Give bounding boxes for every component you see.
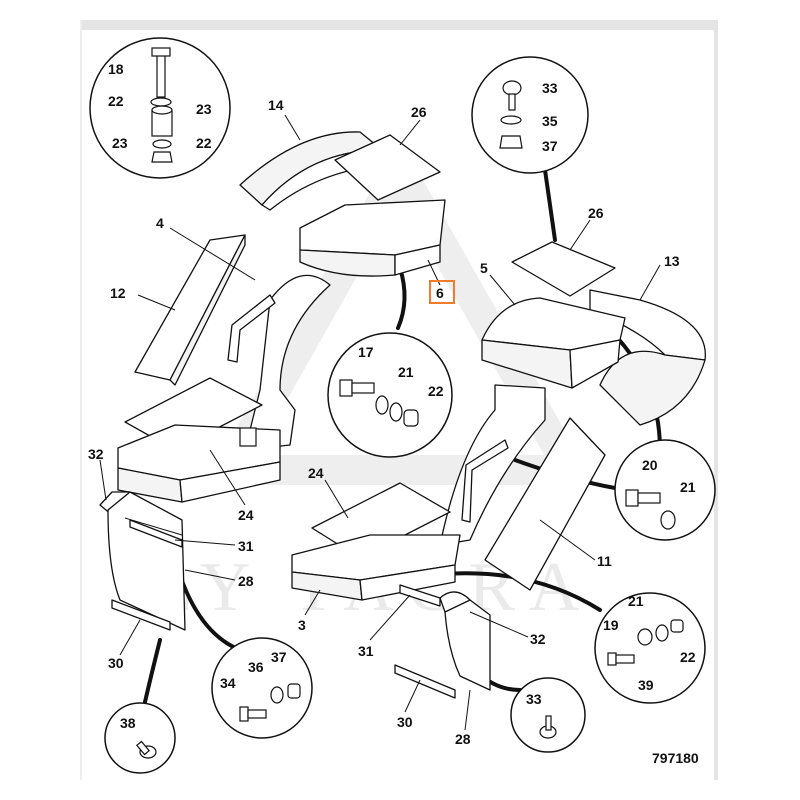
label-32: 32 [530, 631, 546, 647]
part-26-plate-right [511, 241, 616, 297]
label-38: 38 [120, 715, 136, 731]
label-14: 14 [268, 97, 284, 113]
label-22: 22 [428, 383, 444, 399]
label-32: 32 [88, 446, 104, 462]
label-36: 36 [248, 659, 264, 675]
part-6-fender [299, 199, 446, 277]
callout-7-bolt: 38 [104, 702, 176, 774]
label-26: 26 [588, 205, 604, 221]
highlighted-part-6[interactable]: 6 [429, 280, 455, 304]
label-33: 33 [542, 80, 558, 96]
part-12-left-arm [134, 234, 246, 386]
label-21: 21 [680, 479, 696, 495]
part-labels: 14 26 4 12 26 13 5 32 24 31 28 30 24 3 1… [88, 97, 680, 747]
part-11-side-strip [484, 417, 606, 591]
callout-6-bolt-assembly: 34 36 37 [211, 637, 313, 739]
label-28: 28 [238, 573, 254, 589]
label-37: 37 [542, 138, 558, 154]
viewer-scrollbar[interactable] [714, 20, 718, 780]
label-23: 23 [196, 101, 212, 117]
label-37: 37 [271, 649, 287, 665]
part-4-left-frame [227, 274, 331, 451]
connector-c2 [543, 168, 557, 242]
part-30-bar-left [111, 599, 171, 631]
label-31: 31 [238, 538, 254, 554]
callout-8-screw: 33 [510, 677, 586, 753]
label-3: 3 [298, 617, 306, 633]
label-22: 22 [196, 135, 212, 151]
highlight-box [429, 280, 455, 304]
part-30-bar-right [394, 664, 456, 699]
label-22: 22 [108, 93, 124, 109]
watermark-logo [204, 139, 596, 485]
label-21: 21 [398, 364, 414, 380]
label-19: 19 [603, 617, 619, 633]
viewer-frame-left [80, 20, 82, 780]
part-3-base [291, 534, 461, 601]
part-28-mudflap-right [444, 599, 491, 691]
callout-3-bolt-assembly: 17 21 22 [327, 332, 453, 458]
label-24: 24 [308, 465, 324, 481]
label-5: 5 [480, 260, 488, 276]
label-28: 28 [455, 731, 471, 747]
label-18: 18 [108, 61, 124, 77]
callout-4-bolt-assembly: 20 21 [614, 439, 716, 541]
label-26: 26 [411, 104, 427, 120]
viewer-frame-top [80, 20, 718, 30]
connector-c7 [143, 638, 162, 704]
label-34: 34 [220, 675, 236, 691]
label-22: 22 [680, 649, 696, 665]
label-30: 30 [397, 714, 413, 730]
label-21: 21 [628, 593, 644, 609]
label-33: 33 [526, 691, 542, 707]
label-17: 17 [358, 344, 374, 360]
label-31: 31 [358, 643, 374, 659]
label-6: 6 [436, 285, 444, 301]
callout-5-bolt-assembly: 21 19 22 39 [594, 592, 706, 704]
part-left-base [117, 424, 281, 503]
label-4: 4 [156, 215, 164, 231]
bolt-18-shape [156, 54, 166, 98]
leader-lines [99, 114, 661, 731]
part-31-strip-right [399, 584, 441, 607]
part-26-plate-top [334, 134, 441, 201]
part-31-strip-left [129, 519, 183, 548]
connector-c3 [396, 266, 407, 330]
label-13: 13 [664, 253, 680, 269]
label-23: 23 [112, 135, 128, 151]
figure-number: 797180 [652, 750, 699, 766]
callout-2-screw-assembly: 33 35 37 [471, 56, 589, 174]
part-28-mudflap-left [107, 491, 186, 631]
label-30: 30 [108, 655, 124, 671]
label-24: 24 [238, 507, 254, 523]
part-5-fender-right [481, 297, 626, 389]
label-11: 11 [597, 553, 612, 569]
label-20: 20 [642, 457, 658, 473]
label-39: 39 [638, 677, 654, 693]
callout-1-spacer-assembly: 18 22 23 23 22 [89, 37, 231, 179]
label-12: 12 [110, 285, 126, 301]
label-35: 35 [542, 113, 558, 129]
